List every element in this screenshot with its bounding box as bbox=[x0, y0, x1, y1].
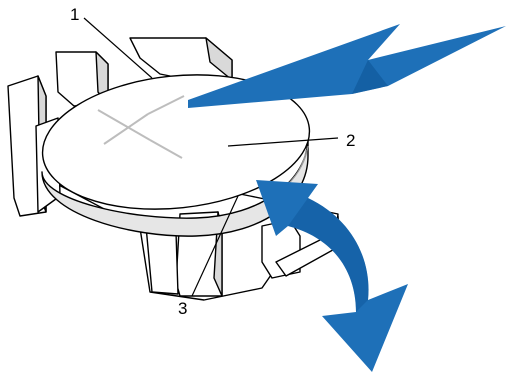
rotate-arrow-shade bbox=[288, 198, 369, 312]
release-arrow-shade bbox=[352, 60, 388, 94]
callout-3: 3 bbox=[178, 299, 187, 318]
release-arrow bbox=[188, 24, 506, 108]
callout-2: 2 bbox=[346, 131, 355, 150]
battery-cell bbox=[41, 74, 311, 237]
callout-1: 1 bbox=[70, 5, 79, 24]
callout-leaders bbox=[83, 17, 339, 297]
rotate-arrow bbox=[256, 180, 408, 372]
